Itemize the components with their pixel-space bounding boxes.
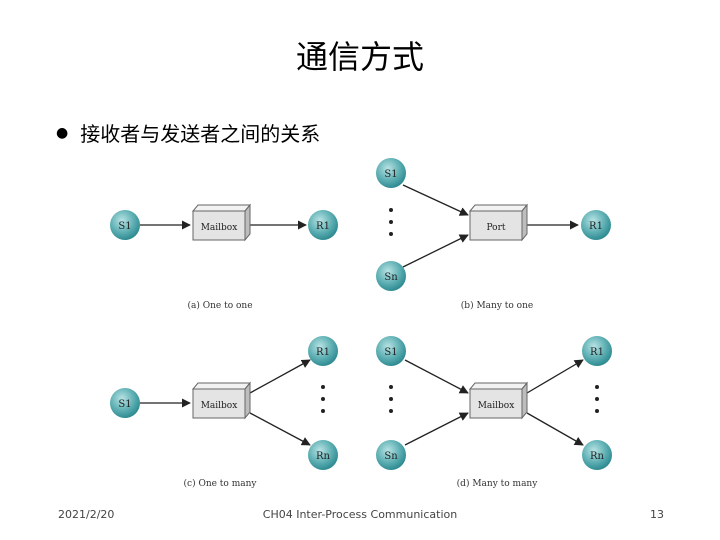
dots-icon [389, 385, 393, 413]
receiver-label: R1 [589, 221, 603, 232]
panel-c-caption: (c) One to many [184, 478, 258, 489]
sender-bottom-label: Sn [384, 451, 398, 462]
receiver-top-label: R1 [316, 347, 330, 358]
receiver-top-label: R1 [590, 347, 604, 358]
sender-label: S1 [118, 221, 131, 232]
receiver-node: R1 [308, 210, 338, 240]
panel-a: S1 Mailbox R1 (a) One to one [110, 203, 338, 311]
mailbox-label: Mailbox [201, 223, 238, 233]
footer-date: 2021/2/20 [58, 508, 115, 521]
footer-page-number: 13 [650, 508, 664, 521]
receiver-bottom-label: Rn [316, 451, 331, 462]
port-box: Port [468, 203, 529, 242]
panel-d-caption: (d) Many to many [457, 478, 539, 489]
mailbox-label: Mailbox [478, 401, 515, 411]
sender-top-label: S1 [384, 169, 397, 180]
sender-bottom-label: Sn [384, 272, 398, 283]
panel-d: S1 Sn Mailbox R1 Rn (d) Many to many [376, 336, 612, 489]
sender-node: S1 [110, 210, 140, 240]
mailbox-box: Mailbox [191, 381, 252, 420]
receiver-node-bottom: Rn [582, 440, 612, 470]
sender-node-top: S1 [376, 336, 406, 366]
panel-b: S1 Sn Port R1 (b) Many to one [376, 158, 611, 311]
slide-title: 通信方式 [295, 38, 424, 76]
mailbox-box: Mailbox [191, 203, 252, 242]
receiver-node-bottom: Rn [308, 440, 338, 470]
bullet-dot-icon: ● [56, 124, 69, 141]
sender-label: S1 [118, 399, 131, 410]
receiver-node: R1 [581, 210, 611, 240]
panel-a-caption: (a) One to one [187, 300, 252, 311]
receiver-node-top: R1 [582, 336, 612, 366]
dots-icon [595, 385, 599, 413]
sender-node-bottom: Sn [376, 261, 406, 291]
mailbox-box: Mailbox [468, 381, 529, 420]
port-label: Port [486, 223, 505, 233]
sender-node: S1 [110, 388, 140, 418]
sender-node-top: S1 [376, 158, 406, 188]
receiver-bottom-label: Rn [590, 451, 605, 462]
footer-course: CH04 Inter-Process Communication [262, 508, 458, 521]
bullet-item: ● 接收者与发送者之间的关系 [56, 118, 320, 147]
receiver-node-top: R1 [308, 336, 338, 366]
sender-top-label: S1 [384, 347, 397, 358]
panel-b-caption: (b) Many to one [461, 300, 533, 311]
sender-node-bottom: Sn [376, 440, 406, 470]
mailbox-label: Mailbox [201, 401, 238, 411]
bullet-text: 接收者与发送者之间的关系 [80, 122, 321, 146]
dots-icon [389, 208, 393, 236]
dots-icon [321, 385, 325, 413]
panel-c: S1 Mailbox R1 Rn (c) One to many [110, 336, 338, 489]
receiver-label: R1 [316, 221, 330, 232]
